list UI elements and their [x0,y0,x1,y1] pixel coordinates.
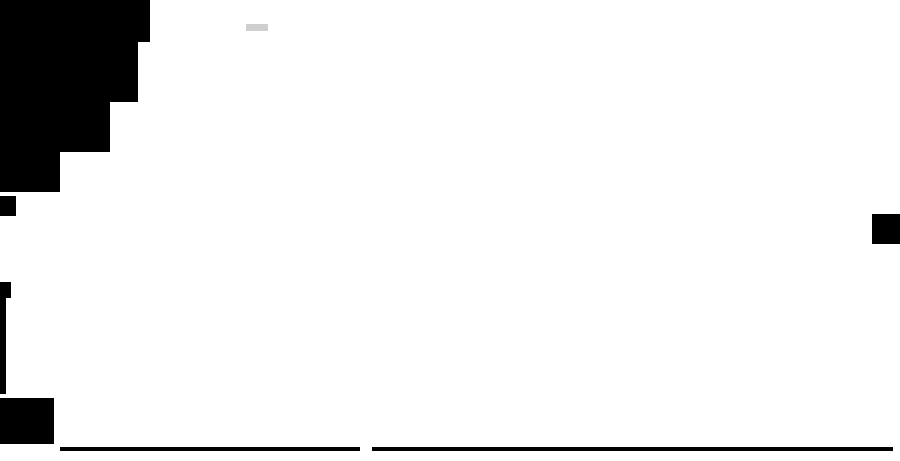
left-edge-mark-upper [0,196,16,216]
bottom-left-dark-square [0,398,54,444]
right-edge-dark-square [872,214,900,244]
left-edge-mark-lower [0,282,11,298]
top-left-dark-region-step-3 [0,102,110,152]
bottom-edge-line-right [372,447,893,451]
top-faint-notch [246,24,268,31]
top-left-dark-region-step-1 [0,0,150,42]
bottom-edge-line-left [60,447,360,451]
top-left-dark-region-step-4 [0,152,60,192]
top-left-dark-region-step-2 [0,42,138,102]
left-edge-strip [0,298,6,394]
